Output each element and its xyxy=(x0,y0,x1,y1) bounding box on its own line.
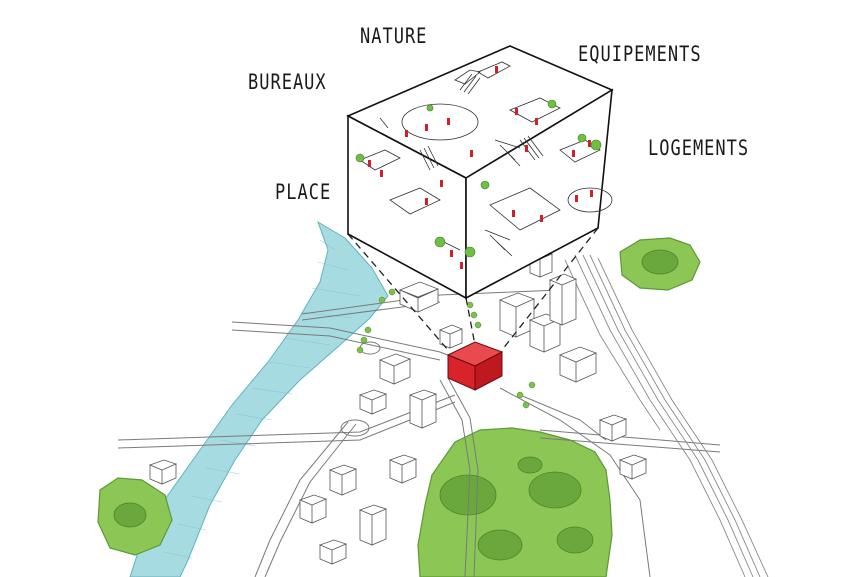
projection-lines xyxy=(347,227,599,351)
cube-top-content xyxy=(379,61,561,167)
label-nature: NATURE xyxy=(360,24,428,49)
cube-right-face xyxy=(465,88,613,300)
tree-icon xyxy=(356,288,536,409)
label-logements: LOGEMENTS xyxy=(648,136,750,161)
park-small-left xyxy=(97,477,173,556)
label-bureaux: BUREAUX xyxy=(248,70,327,95)
tree-icon xyxy=(355,99,602,258)
roundabouts xyxy=(340,341,381,437)
buildings xyxy=(148,249,648,565)
park-small-right xyxy=(619,237,701,291)
river-hatching xyxy=(163,239,361,559)
label-equipements: EQUIPEMENTS xyxy=(578,42,702,67)
label-place: PLACE xyxy=(275,180,332,205)
railway xyxy=(564,254,769,577)
roads xyxy=(117,289,721,577)
program-cube xyxy=(346,45,614,300)
highlight-cube xyxy=(446,341,504,391)
park-large xyxy=(417,427,613,577)
cube-right-content xyxy=(484,135,613,257)
people-figures-icon xyxy=(368,66,593,269)
